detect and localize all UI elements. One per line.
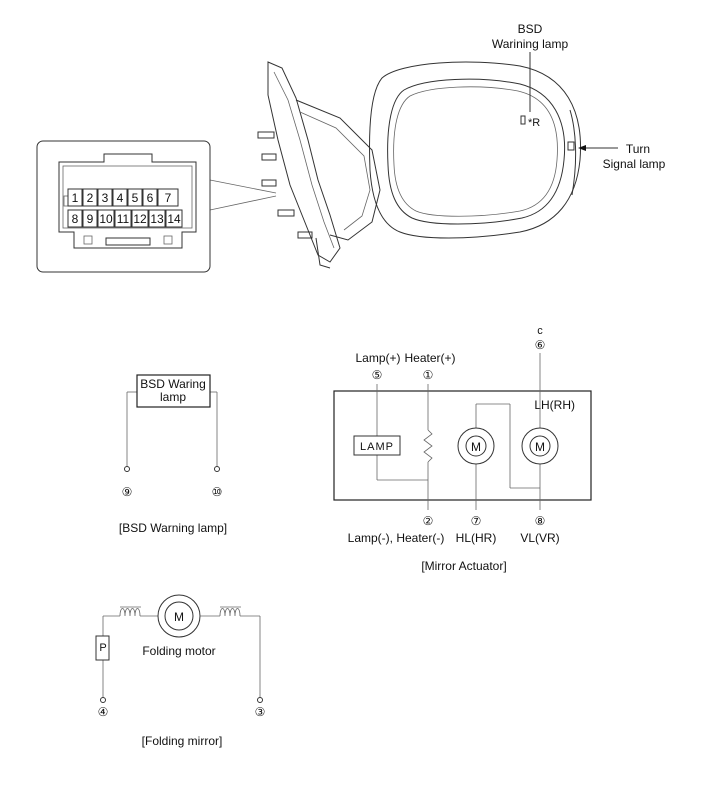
pin-7-label: ⑦ <box>471 514 482 528</box>
bsd-lamp-label-line2: Warining lamp <box>492 37 569 51</box>
pin-number: 7 <box>165 191 172 205</box>
arrow-icon <box>578 145 586 151</box>
pin-4-label: ④ <box>98 705 109 719</box>
mirror-tag: *R <box>528 117 540 129</box>
pin-cell <box>67 209 83 228</box>
pin-cell <box>97 188 113 207</box>
terminal-node <box>124 466 130 472</box>
switch-mark: P <box>99 642 106 654</box>
motor-vl-inner <box>529 435 551 457</box>
folding-switch <box>95 635 110 661</box>
pin-number: 10 <box>99 212 113 226</box>
pin-number: 1 <box>72 191 79 205</box>
pin-1-label: ① <box>423 368 434 382</box>
lamp-box <box>353 435 401 456</box>
lamp-heater-minus-label: Lamp(-), Heater(-) <box>348 531 445 545</box>
connector-pin-grid: 1 2 3 4 5 6 7 8 9 10 11 12 13 14 <box>67 188 183 228</box>
folding-coil-right <box>219 608 241 617</box>
pin-cell <box>112 188 128 207</box>
bsd-caption: [BSD Warning lamp] <box>119 521 227 535</box>
folding-motor-inner <box>164 601 194 631</box>
bsd-lamp-box <box>136 374 211 408</box>
hl-hr-label: HL(HR) <box>456 531 497 545</box>
pin-number: 3 <box>102 191 109 205</box>
terminal-node <box>257 697 263 703</box>
pin-9-label: ⑨ <box>122 485 133 499</box>
pin-cell <box>165 209 183 228</box>
pin-6-mark: c <box>537 325 543 337</box>
pin-3-label: ③ <box>255 705 266 719</box>
bsd-circuit: BSD Waring lamp ⑨ ⑩ [BSD Warning lamp] <box>119 374 227 535</box>
actuator-caption: [Mirror Actuator] <box>421 559 506 573</box>
pin-cell <box>114 209 132 228</box>
pin-cell <box>82 188 98 207</box>
pin-cell <box>97 209 115 228</box>
pin-number: 13 <box>150 212 164 226</box>
mirror-actuator: c ⑥ Lamp(+) Heater(+) ⑤ ① LH(RH) LAMP M … <box>333 325 592 573</box>
lamp-box-label: LAMP <box>360 441 394 453</box>
pin-number: 5 <box>132 191 139 205</box>
pin-cell <box>131 209 149 228</box>
pin-cell <box>157 188 179 207</box>
motor-hl-symbol: M <box>471 440 481 454</box>
connector-callout: 1 2 3 4 5 6 7 8 9 10 11 12 13 14 <box>36 140 277 273</box>
bsd-lamp-label-line1: BSD <box>518 22 543 36</box>
heater-element <box>423 429 433 463</box>
bsd-lamp-box-line1: BSD Waring <box>140 377 206 391</box>
pin-cell <box>142 188 158 207</box>
lamp-plus-label: Lamp(+) <box>355 351 400 365</box>
motor-hl-inner <box>465 435 487 457</box>
pin-number: 2 <box>87 191 94 205</box>
pin-10-label: ⑩ <box>212 485 223 499</box>
folding-caption: [Folding mirror] <box>142 734 223 748</box>
pin-6-label: ⑥ <box>535 338 546 352</box>
pin-number: 14 <box>167 212 181 226</box>
pin-number: 12 <box>133 212 147 226</box>
pin-number: 11 <box>117 212 130 226</box>
folding-coil-left <box>119 608 141 617</box>
pin-number: 9 <box>87 212 94 226</box>
bsd-lamp-box-line2: lamp <box>160 390 186 404</box>
turn-signal-label-line1: Turn <box>626 142 650 156</box>
turn-signal-label-line2: Signal lamp <box>603 157 666 171</box>
folding-circuit: P M Folding motor ④ ③ [Folding mirror] <box>95 594 266 748</box>
folding-motor-label: Folding motor <box>142 644 215 658</box>
actuator-side-label: LH(RH) <box>534 398 575 412</box>
pin-5-label: ⑤ <box>372 368 383 382</box>
pin-cell <box>67 188 83 207</box>
heater-plus-label: Heater(+) <box>404 351 455 365</box>
folding-motor-symbol: M <box>174 610 184 624</box>
terminal-node <box>100 697 106 703</box>
vl-vr-label: VL(VR) <box>520 531 559 545</box>
motor-vl-symbol: M <box>535 440 545 454</box>
pin-number: 4 <box>117 191 124 205</box>
pin-number: 8 <box>72 212 79 226</box>
mirror-illustration: *R BSD Warining lamp Turn Signal lamp <box>257 22 666 269</box>
pin-number: 6 <box>147 191 154 205</box>
pin-8-label: ⑧ <box>535 514 546 528</box>
terminal-node <box>214 466 220 472</box>
pin-2-label: ② <box>423 514 434 528</box>
pin-cell <box>82 209 98 228</box>
pin-cell <box>148 209 166 228</box>
pin-cell <box>127 188 143 207</box>
